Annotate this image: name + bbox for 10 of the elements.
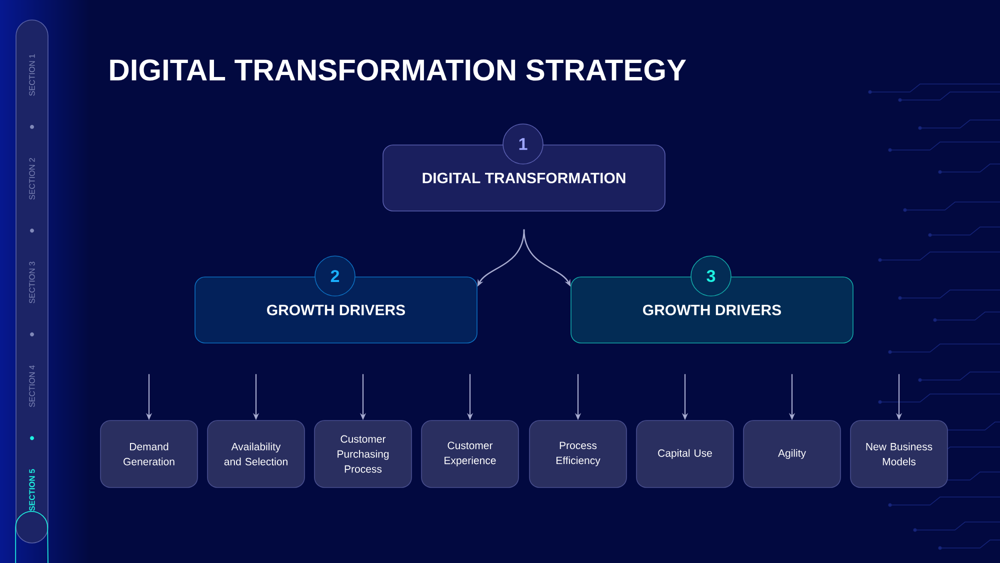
driver-box: Capital Use <box>636 420 734 488</box>
slide-title: DIGITAL TRANSFORMATION STRATEGY <box>110 59 686 81</box>
driver-box: Customer Experience <box>421 420 519 488</box>
driver-box: Agility <box>743 420 841 488</box>
driver-box: Process Efficiency <box>529 420 627 488</box>
driver-box: Demand Generation <box>100 420 198 488</box>
section-sidebar: SECTION 1 SECTION 2 SECTION 3 SECTION 4 SECTION 5 <box>15 20 49 563</box>
driver-box: New Business Models <box>850 420 948 488</box>
driver-box: Availability and Selection <box>207 420 305 488</box>
driver-box: Customer Purchasing Process <box>314 420 412 488</box>
